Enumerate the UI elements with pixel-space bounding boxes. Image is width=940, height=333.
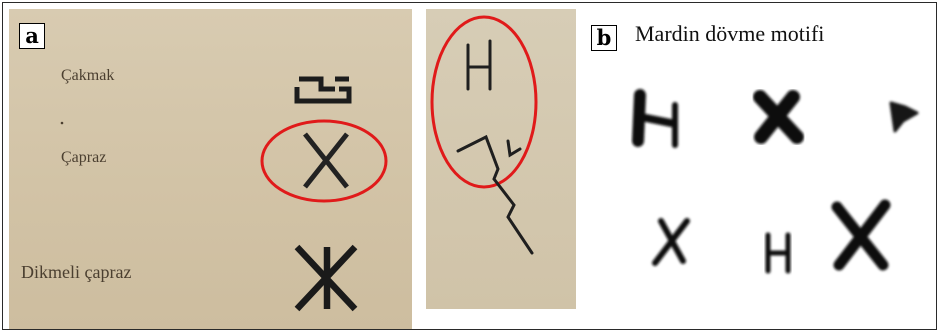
highlight-ring-capraz bbox=[260, 119, 388, 203]
h-motif-icon bbox=[466, 39, 492, 91]
panel-a-scan-detail bbox=[426, 9, 576, 309]
panel-b-title: Mardin dövme motifi bbox=[635, 21, 825, 46]
tattoo-h-heavy-icon bbox=[632, 89, 678, 148]
panel-a-tag: a bbox=[19, 23, 45, 49]
label-cakmak: Çakmak bbox=[61, 67, 115, 84]
zigzag-motif-icon bbox=[456, 134, 534, 255]
panel-a-motif-chart: a Çakmak Çapraz Dikmeli çapraz bbox=[9, 9, 412, 329]
label-capraz: Çapraz bbox=[61, 149, 107, 166]
dot-mark bbox=[60, 121, 64, 125]
figure-frame: a Çakmak Çapraz Dikmeli çapraz bbox=[2, 2, 937, 330]
tattoo-motif-icons bbox=[632, 89, 919, 274]
tattoo-bold-x-icon bbox=[753, 90, 804, 144]
tattoo-small-h-icon bbox=[765, 232, 791, 274]
label-dikmeli-capraz: Dikmeli çapraz bbox=[21, 262, 132, 282]
capraz-motif-icon bbox=[303, 132, 349, 189]
tattoo-partial-mark-icon bbox=[889, 101, 919, 133]
tattoo-thin-x-icon bbox=[652, 218, 690, 266]
panel-a-motifs bbox=[60, 76, 388, 312]
panel-b-mardin-tattoo: b Mardin dövme motifi bbox=[583, 9, 933, 327]
cakmak-motif-icon bbox=[294, 76, 352, 104]
highlight-ring-h bbox=[430, 15, 538, 189]
panel-a-detail-motifs bbox=[430, 15, 538, 255]
dikmeli-capraz-motif-icon bbox=[294, 244, 358, 312]
tattoo-large-x-icon bbox=[831, 199, 891, 271]
panel-b-tag: b bbox=[591, 25, 617, 51]
